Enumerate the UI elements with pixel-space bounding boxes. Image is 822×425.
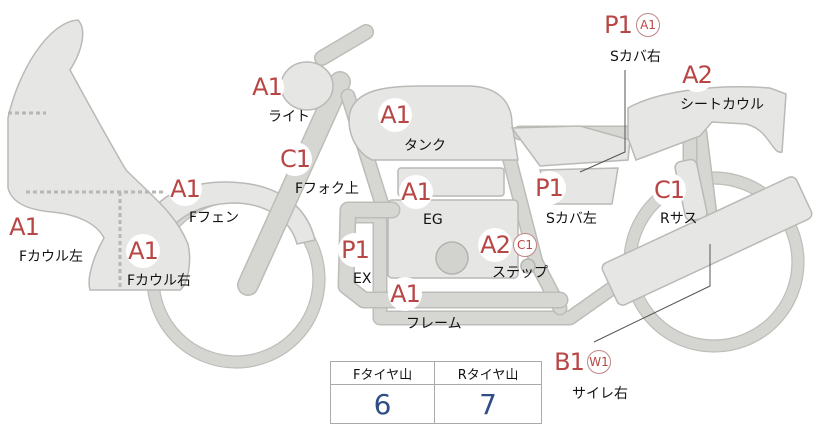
front-tire-value: 6 [329, 384, 436, 424]
handlebar [314, 24, 374, 66]
grade-s-cover-left: P1 [532, 171, 566, 205]
grade-s-cover-right: P1 A1 [601, 8, 660, 42]
footpeg [520, 258, 536, 274]
label-f-cowl-right: Fカウル右 [127, 273, 192, 289]
grade-r-suspension: C1 [652, 173, 686, 207]
silencer [601, 176, 813, 306]
leader-lines [579, 70, 711, 343]
label-step: ステップ [492, 265, 548, 281]
label-s-cover-right: Sカバ右 [610, 49, 661, 65]
front-cowl-divider [8, 111, 164, 290]
grade-f-cowl-right: A1 [126, 234, 160, 268]
grade-ex: P1 [338, 233, 372, 267]
grade-step: A2 C1 [478, 228, 537, 262]
rear-tire-header: Rタイヤ山 [434, 361, 542, 385]
grade-tank: A1 [378, 98, 412, 132]
exhaust-pipe [337, 201, 569, 309]
label-f-fork-upper: Fフォク上 [295, 181, 360, 197]
grade-light: A1 [250, 70, 284, 104]
front-fork [237, 71, 351, 296]
front-cowl [7, 19, 191, 291]
label-f-cowl-left: Fカウル左 [19, 249, 84, 265]
label-seat-cowl: シートカウル [680, 97, 764, 113]
grade-frame: A1 [388, 277, 422, 311]
side-cover-right-area [510, 125, 631, 167]
label-silencer-right: サイレ右 [572, 386, 628, 402]
tire-tread-table: Fタイヤ山 Rタイヤ山 6 7 [329, 361, 542, 424]
label-light: ライト [268, 109, 310, 125]
tire-tread-value-row: 6 7 [329, 384, 542, 424]
grade-silencer-right: B1 W1 [552, 345, 611, 379]
seat-cowl [627, 86, 787, 161]
rear-tire-value: 7 [434, 384, 542, 424]
label-f-fender: Fフェン [189, 210, 240, 226]
headlight [280, 61, 334, 111]
label-r-suspension: Rサス [660, 211, 698, 227]
tire-tread-header-row: Fタイヤ山 Rタイヤ山 [329, 361, 542, 385]
grade-f-fork-upper: C1 [278, 142, 312, 176]
label-ex: EX [353, 271, 372, 287]
grade-f-cowl-left: A1 [7, 210, 41, 244]
grade-eg: A1 [399, 175, 433, 209]
label-frame: フレーム [406, 316, 462, 332]
label-tank: タンク [404, 138, 446, 154]
label-s-cover-left: Sカバ左 [546, 211, 597, 227]
grade-f-fender: A1 [168, 172, 202, 206]
label-eg: EG [423, 212, 443, 228]
grade-seat-cowl: A2 [680, 58, 714, 92]
front-tire-header: Fタイヤ山 [329, 361, 436, 385]
